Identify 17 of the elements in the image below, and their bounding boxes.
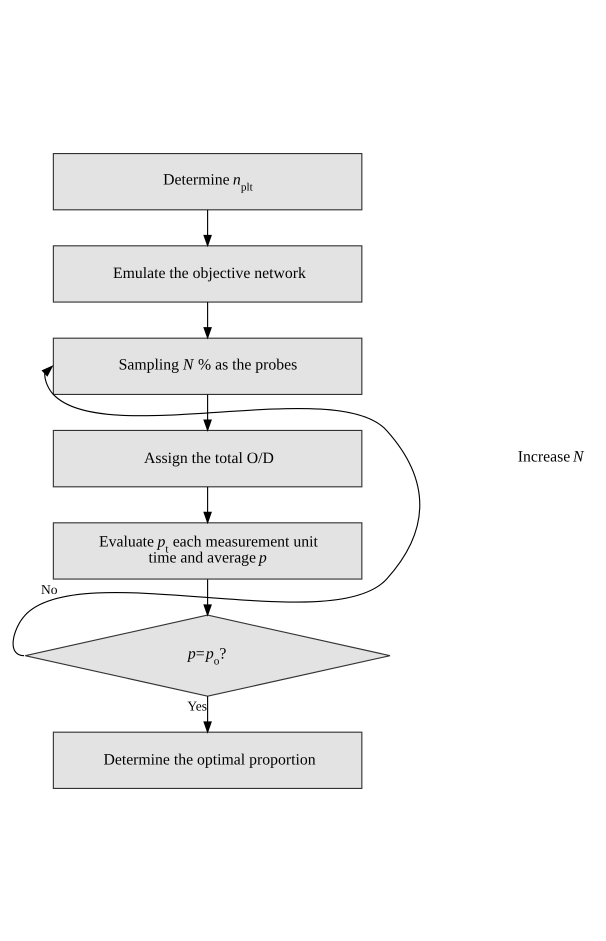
node-box: Assign the total O/D <box>52 429 362 487</box>
node-box: Sampling N % as the probes <box>52 337 362 394</box>
label: Increase N <box>518 448 584 466</box>
node-box: Determine n$_{plt}$ <box>52 152 362 210</box>
node-box: Emulate the objective network <box>52 244 362 302</box>
node-box: Determine the optimal proportion <box>52 731 362 789</box>
node-box: Evaluate p$_{t}$ each measurement unit time and average p <box>52 522 362 580</box>
node-diamond: p=p$_{o}$? <box>24 614 391 696</box>
edge-label: Yes <box>187 698 207 714</box>
arrow <box>203 696 212 734</box>
edge-label: No <box>41 581 58 596</box>
arrow <box>12 364 420 656</box>
arrow <box>203 486 212 524</box>
arrow <box>203 394 212 432</box>
arrow <box>203 579 212 616</box>
arrow <box>203 302 212 340</box>
arrow <box>203 209 212 247</box>
